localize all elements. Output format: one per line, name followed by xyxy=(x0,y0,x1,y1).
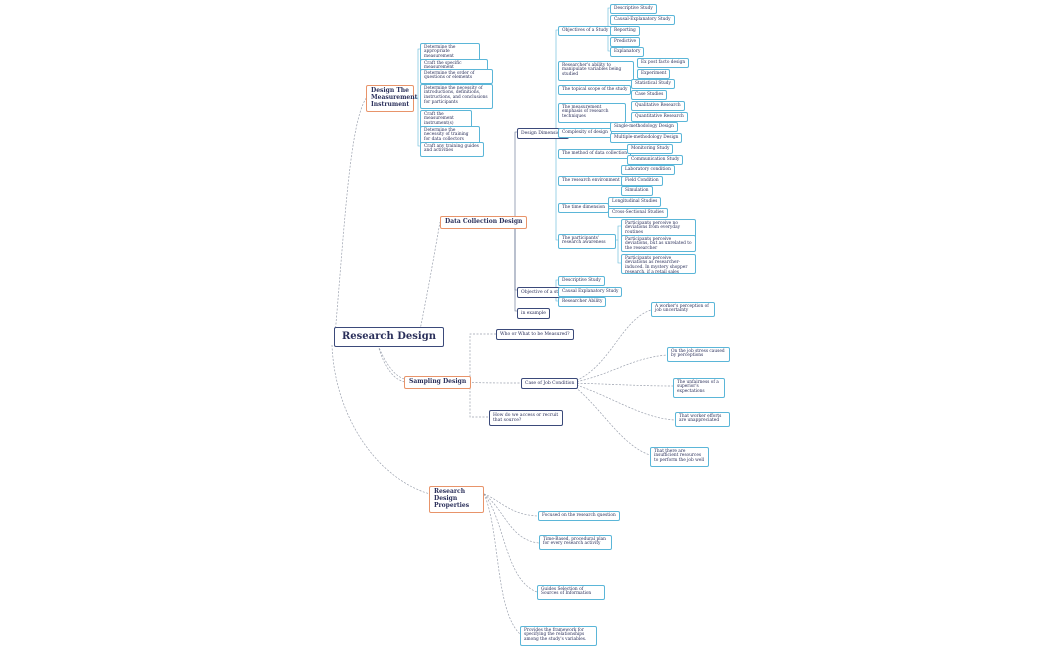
dimension-item[interactable]: Reporting xyxy=(610,26,640,36)
case-item[interactable]: On the job stress caused by perceptions xyxy=(667,347,730,362)
root-node[interactable]: Research Design xyxy=(334,327,444,347)
who-node[interactable]: Who or What to be Measured? xyxy=(496,329,574,341)
dimension-item[interactable]: Monitoring Study xyxy=(627,144,674,154)
sampling-design-node[interactable]: Sampling Design xyxy=(404,376,472,389)
case-item[interactable]: That there are insufficient resources to… xyxy=(650,447,709,467)
dimension-item[interactable]: Causal-Explanatory Study xyxy=(610,15,675,25)
dimension-item[interactable]: Longitudinal Studies xyxy=(608,197,662,207)
dimension-item[interactable]: Participants perceive deviations, but as… xyxy=(621,235,696,252)
case-job-condition-node[interactable]: Case of Job Condition xyxy=(521,378,579,390)
dimension-item[interactable]: Predictive xyxy=(610,37,641,47)
instrument-item[interactable]: Determine the necessity of training for … xyxy=(420,126,480,146)
dimension-group[interactable]: The research environment xyxy=(558,176,624,186)
dimension-item[interactable]: Explanatory xyxy=(610,47,645,57)
dimension-item[interactable]: Experiment xyxy=(637,69,671,79)
dimension-group[interactable]: Researcher's ability to manipulate varia… xyxy=(558,61,634,81)
data-collection-node[interactable]: Data Collection Design xyxy=(440,216,528,229)
objective-item[interactable]: Descriptive Study xyxy=(558,276,605,286)
dimension-group[interactable]: The time dimension xyxy=(558,203,610,213)
dimension-item[interactable]: Case Studies xyxy=(631,90,668,100)
dimension-item[interactable]: Field Condition xyxy=(621,176,663,186)
dimension-item[interactable]: Quantitative Research xyxy=(631,112,688,122)
dimension-group[interactable]: The method of data collection xyxy=(558,149,632,159)
instrument-item[interactable]: Determine the order of questions or elem… xyxy=(420,69,493,84)
property-item[interactable]: Time-Based, procedural plan for every re… xyxy=(539,535,612,550)
dimension-item[interactable]: Ex post facto design xyxy=(637,58,690,68)
in-example-node[interactable]: in example xyxy=(517,308,550,320)
dimension-item[interactable]: Descriptive Study xyxy=(610,4,657,14)
dimension-item[interactable]: Participants perceive no deviations from… xyxy=(621,219,696,239)
case-item[interactable]: That worker efforts are unappreciated xyxy=(675,412,730,427)
dimension-group[interactable]: The measurement emphasis of research tec… xyxy=(558,103,626,123)
dimension-item[interactable]: Statistical Study xyxy=(631,79,675,89)
dimension-group[interactable]: Complexity of design xyxy=(558,128,612,138)
property-item[interactable]: Focused on the research question xyxy=(538,511,620,521)
dimension-item[interactable]: Cross-Sectional Studies xyxy=(608,208,668,218)
property-item[interactable]: Provides the framework for specifying th… xyxy=(520,626,597,646)
instrument-item[interactable]: Determine the necessity of introductions… xyxy=(420,84,493,109)
dimension-group[interactable]: The topical scope of the study xyxy=(558,85,632,95)
dimension-item[interactable]: Single-methodology Design xyxy=(610,122,678,132)
design-instrument-node[interactable]: Design The Measurement Instrument xyxy=(366,85,417,112)
properties-node[interactable]: Research Design Properties xyxy=(429,486,484,513)
dimension-item[interactable]: Participants perceive deviations as rese… xyxy=(621,254,696,274)
case-item[interactable]: A worker's perception of job uncertainty xyxy=(651,302,715,317)
instrument-item[interactable]: Craft any training guides and activities xyxy=(420,142,484,157)
case-item[interactable]: The unfairness of a superior's expectati… xyxy=(673,378,725,398)
dimension-item[interactable]: Qualitative Research xyxy=(631,101,685,111)
dimension-group[interactable]: The participants' research awareness xyxy=(558,234,616,249)
objective-item[interactable]: Causal Explanatory Study xyxy=(558,287,623,297)
dimension-item[interactable]: Multiple-methodology Design xyxy=(610,133,683,143)
property-item[interactable]: Guides Selection of Sources of Informati… xyxy=(537,585,605,600)
dimension-group[interactable]: Objectives of a Study xyxy=(558,26,613,36)
how-node[interactable]: How do we access or recruit that source? xyxy=(489,410,563,427)
objective-item[interactable]: Researcher Ability xyxy=(558,297,607,307)
dimension-item[interactable]: Communication Study xyxy=(627,155,684,165)
dimension-item[interactable]: Laboratory condition xyxy=(621,165,675,175)
dimension-item[interactable]: Simulation xyxy=(621,186,653,196)
